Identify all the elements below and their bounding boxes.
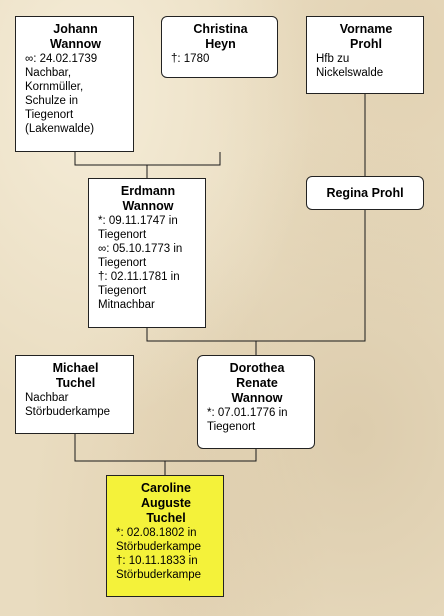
person-detail: Störbuderkampe <box>25 406 111 418</box>
person-card-michael-tuchel[interactable]: Michael Tuchel Nachbar Störbuderkampe <box>15 355 134 434</box>
person-card-caroline-auguste-tuchel[interactable]: Caroline Auguste Tuchel *: 02.08.1802 in… <box>106 475 224 597</box>
person-detail: ∞: 24.02.1739 <box>25 53 98 65</box>
person-detail: *: 09.11.1747 in <box>98 215 178 227</box>
person-name: Vorname <box>339 22 393 36</box>
person-detail: Störbuderkampe <box>116 541 202 553</box>
person-detail: *: 02.08.1802 in <box>116 527 197 539</box>
person-name: Tuchel <box>55 376 96 390</box>
person-card-erdmann-wannow[interactable]: Erdmann Wannow *: 09.11.1747 in Tiegenor… <box>88 178 206 328</box>
person-card-christina-heyn[interactable]: Christina Heyn †: 1780 <box>161 16 278 78</box>
person-name: Wannow <box>231 391 283 405</box>
person-name: Renate <box>236 376 278 390</box>
person-name: Erdmann <box>120 184 176 198</box>
person-detail: Hfb zu <box>316 53 350 65</box>
person-card-johann-wannow[interactable]: Johann Wannow ∞: 24.02.1739 Nachbar, Kor… <box>15 16 134 152</box>
person-name: Johann <box>53 22 98 36</box>
person-card-vorname-prohl[interactable]: Vorname Prohl Hfb zu Nickelswalde <box>306 16 424 94</box>
person-detail: Nickelswalde <box>316 67 384 79</box>
person-detail: Störbuderkampe <box>116 569 202 581</box>
person-detail: Tiegenort <box>25 109 74 121</box>
person-name: Dorothea <box>229 361 285 375</box>
person-name: Regina Prohl <box>326 185 404 200</box>
person-detail: Mitnachbar <box>98 299 155 311</box>
person-name: Auguste <box>141 496 191 510</box>
person-detail: Tiegenort <box>98 285 147 297</box>
person-detail: †: 02.11.1781 in <box>98 271 180 283</box>
person-detail: Tiegenort <box>98 257 147 269</box>
person-name: Christina <box>193 22 248 36</box>
person-name: Prohl <box>350 37 382 51</box>
person-detail: Tiegenort <box>98 229 147 241</box>
person-detail: ∞: 05.10.1773 in <box>98 243 183 255</box>
person-detail: †: 1780 <box>171 53 210 65</box>
person-card-dorothea-renate-wannow[interactable]: Dorothea Renate Wannow *: 07.01.1776 in … <box>197 355 315 449</box>
person-detail: (Lakenwalde) <box>25 123 95 135</box>
person-card-regina-prohl[interactable]: Regina Prohl <box>306 176 424 210</box>
person-name: Wannow <box>50 37 101 51</box>
person-detail: Tiegenort <box>207 421 256 433</box>
person-detail: Nachbar, <box>25 67 72 79</box>
person-detail: †: 10.11.1833 in <box>116 555 198 567</box>
person-name: Wannow <box>122 199 174 213</box>
connector-michael-dorothea-to-caroline <box>74 434 257 475</box>
person-detail: *: 07.01.1776 in <box>207 407 288 419</box>
person-name: Michael <box>52 361 99 375</box>
person-name: Heyn <box>205 37 236 51</box>
connector-johann-christina-to-erdmann <box>74 152 221 178</box>
person-detail: Schulze in <box>25 95 79 107</box>
connector-erdmann-regina-to-dorothea <box>146 210 366 355</box>
person-name: Tuchel <box>146 511 186 525</box>
person-detail: Kornmüller, <box>25 81 84 93</box>
person-detail: Nachbar <box>25 392 69 404</box>
person-name: Caroline <box>140 481 191 495</box>
